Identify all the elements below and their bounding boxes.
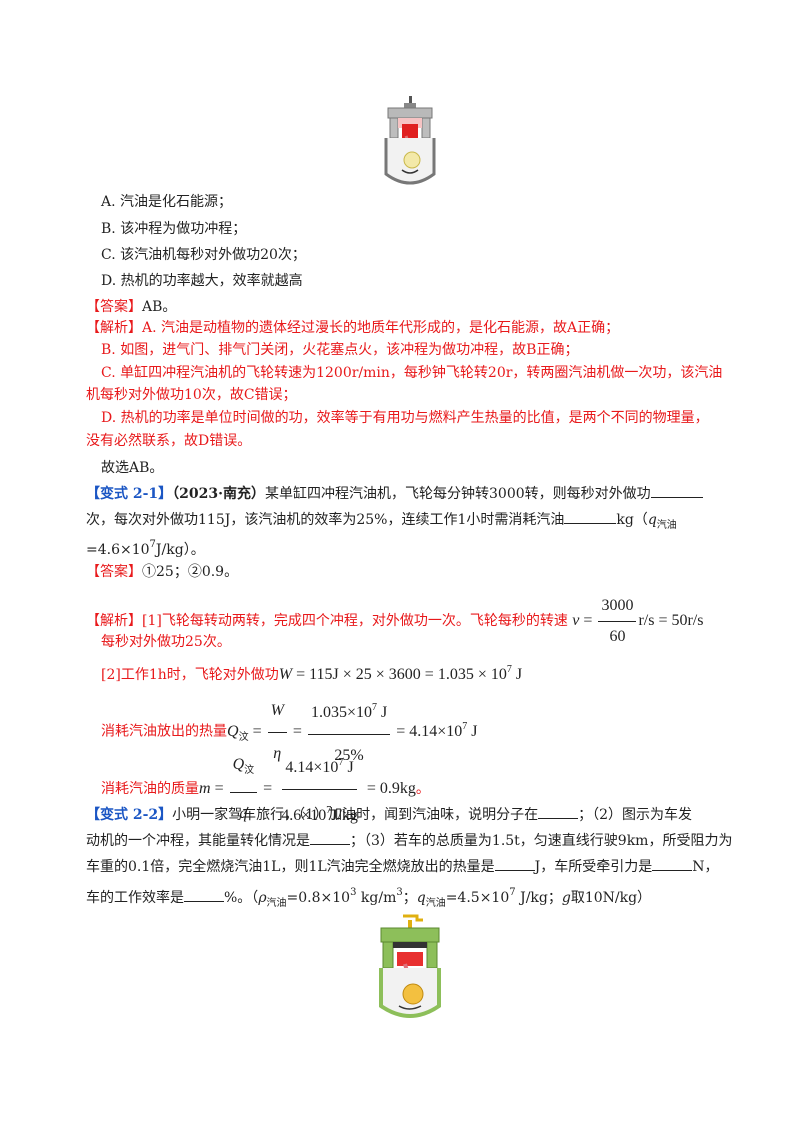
answer-tag: 【答案】 (86, 299, 142, 315)
blank-2 (564, 523, 617, 524)
variant21-analysis-2: 每秒对外做功25次。 (101, 634, 231, 650)
blank-1 (650, 497, 703, 498)
variant21-source: （2023·南充） (172, 486, 266, 502)
option-c: C. 该汽油机每秒对外做功20次； (101, 247, 306, 263)
answer-text-2: ①25；②0.9。 (142, 564, 239, 580)
blank-5 (494, 870, 535, 871)
blank-4 (310, 844, 350, 845)
answer-1: 【答案】AB。 (86, 297, 176, 317)
variant21-tag: 【变式 2-1】 (86, 486, 173, 502)
analysis-tag: 【解析】 (86, 320, 142, 336)
answer-tag-2: 【答案】 (86, 564, 142, 580)
blank-6 (652, 870, 693, 871)
equation-work: W = 115J × 25 × 3600 = 1.035 × 107 J (278, 664, 523, 683)
option-d: D. 热机的功率越大，效率就越高 (101, 273, 303, 289)
variant21-analysis-1: 【解析】[1]飞轮每转动两转，完成四个冲程，对外做功一次。飞轮每秒的转速 v =… (86, 592, 703, 651)
blank-7 (184, 901, 224, 902)
option-b: B. 该冲程为做功冲程； (101, 221, 247, 237)
analysis-line-d: D. 热机的功率是单位时间做的功，效率等于有用功与燃料产生热量的比值，是两个不同… (101, 410, 709, 426)
engine-diagram-2 (379, 914, 441, 1018)
analysis-line-a: 【解析】A. 汽油是动植物的遗体经过漫长的地质年代形成的，是化石能源，故A正确； (86, 320, 620, 336)
analysis-line-c2: 机每秒对外做功10次，故C错误； (86, 387, 297, 403)
engine-diagram-1 (384, 96, 436, 185)
blank-3 (538, 818, 579, 819)
answer-2: 【答案】①25；②0.9。 (86, 562, 238, 582)
option-a: A. 汽油是化石能源； (101, 194, 233, 210)
answer-text: AB。 (142, 299, 177, 315)
analysis-line-c: C. 单缸四冲程汽油机的飞轮转速为1200r/min，每秒钟飞轮转20r，转两圈… (101, 365, 723, 381)
variant22-line4: 车的工作效率是%。（ρ汽油=0.8×103 kg/m3；q汽油=4.5×107 … (86, 887, 652, 909)
variant22-tag: 【变式 2-2】 (86, 807, 173, 823)
variant21-line3: =4.6×107J/kg）。 (86, 539, 205, 558)
variant21-analysis-3: [2]工作1h时，飞轮对外做功W = 115J × 25 × 3600 = 1.… (101, 664, 523, 683)
variant22-line2: 动机的一个冲程，其能量转化情况是；（3）若车的总质量为1.5t，匀速直线行驶9k… (86, 833, 733, 849)
analysis-line-d2: 没有必然联系，故D错误。 (86, 433, 252, 449)
conclusion: 故选AB。 (101, 460, 164, 476)
analysis-line-b: B. 如图，进气门、排气门关闭，火花塞点火，该冲程为做功冲程，故B正确； (101, 342, 579, 358)
variant22-line1: 【变式 2-2】小明一家驾车旅行，（1）加油时，闻到汽油味，说明分子在；（2）图… (86, 807, 692, 823)
variant21-line1: 【变式 2-1】（2023·南充）某单缸四冲程汽油机，飞轮每分钟转3000转，则… (86, 484, 703, 504)
